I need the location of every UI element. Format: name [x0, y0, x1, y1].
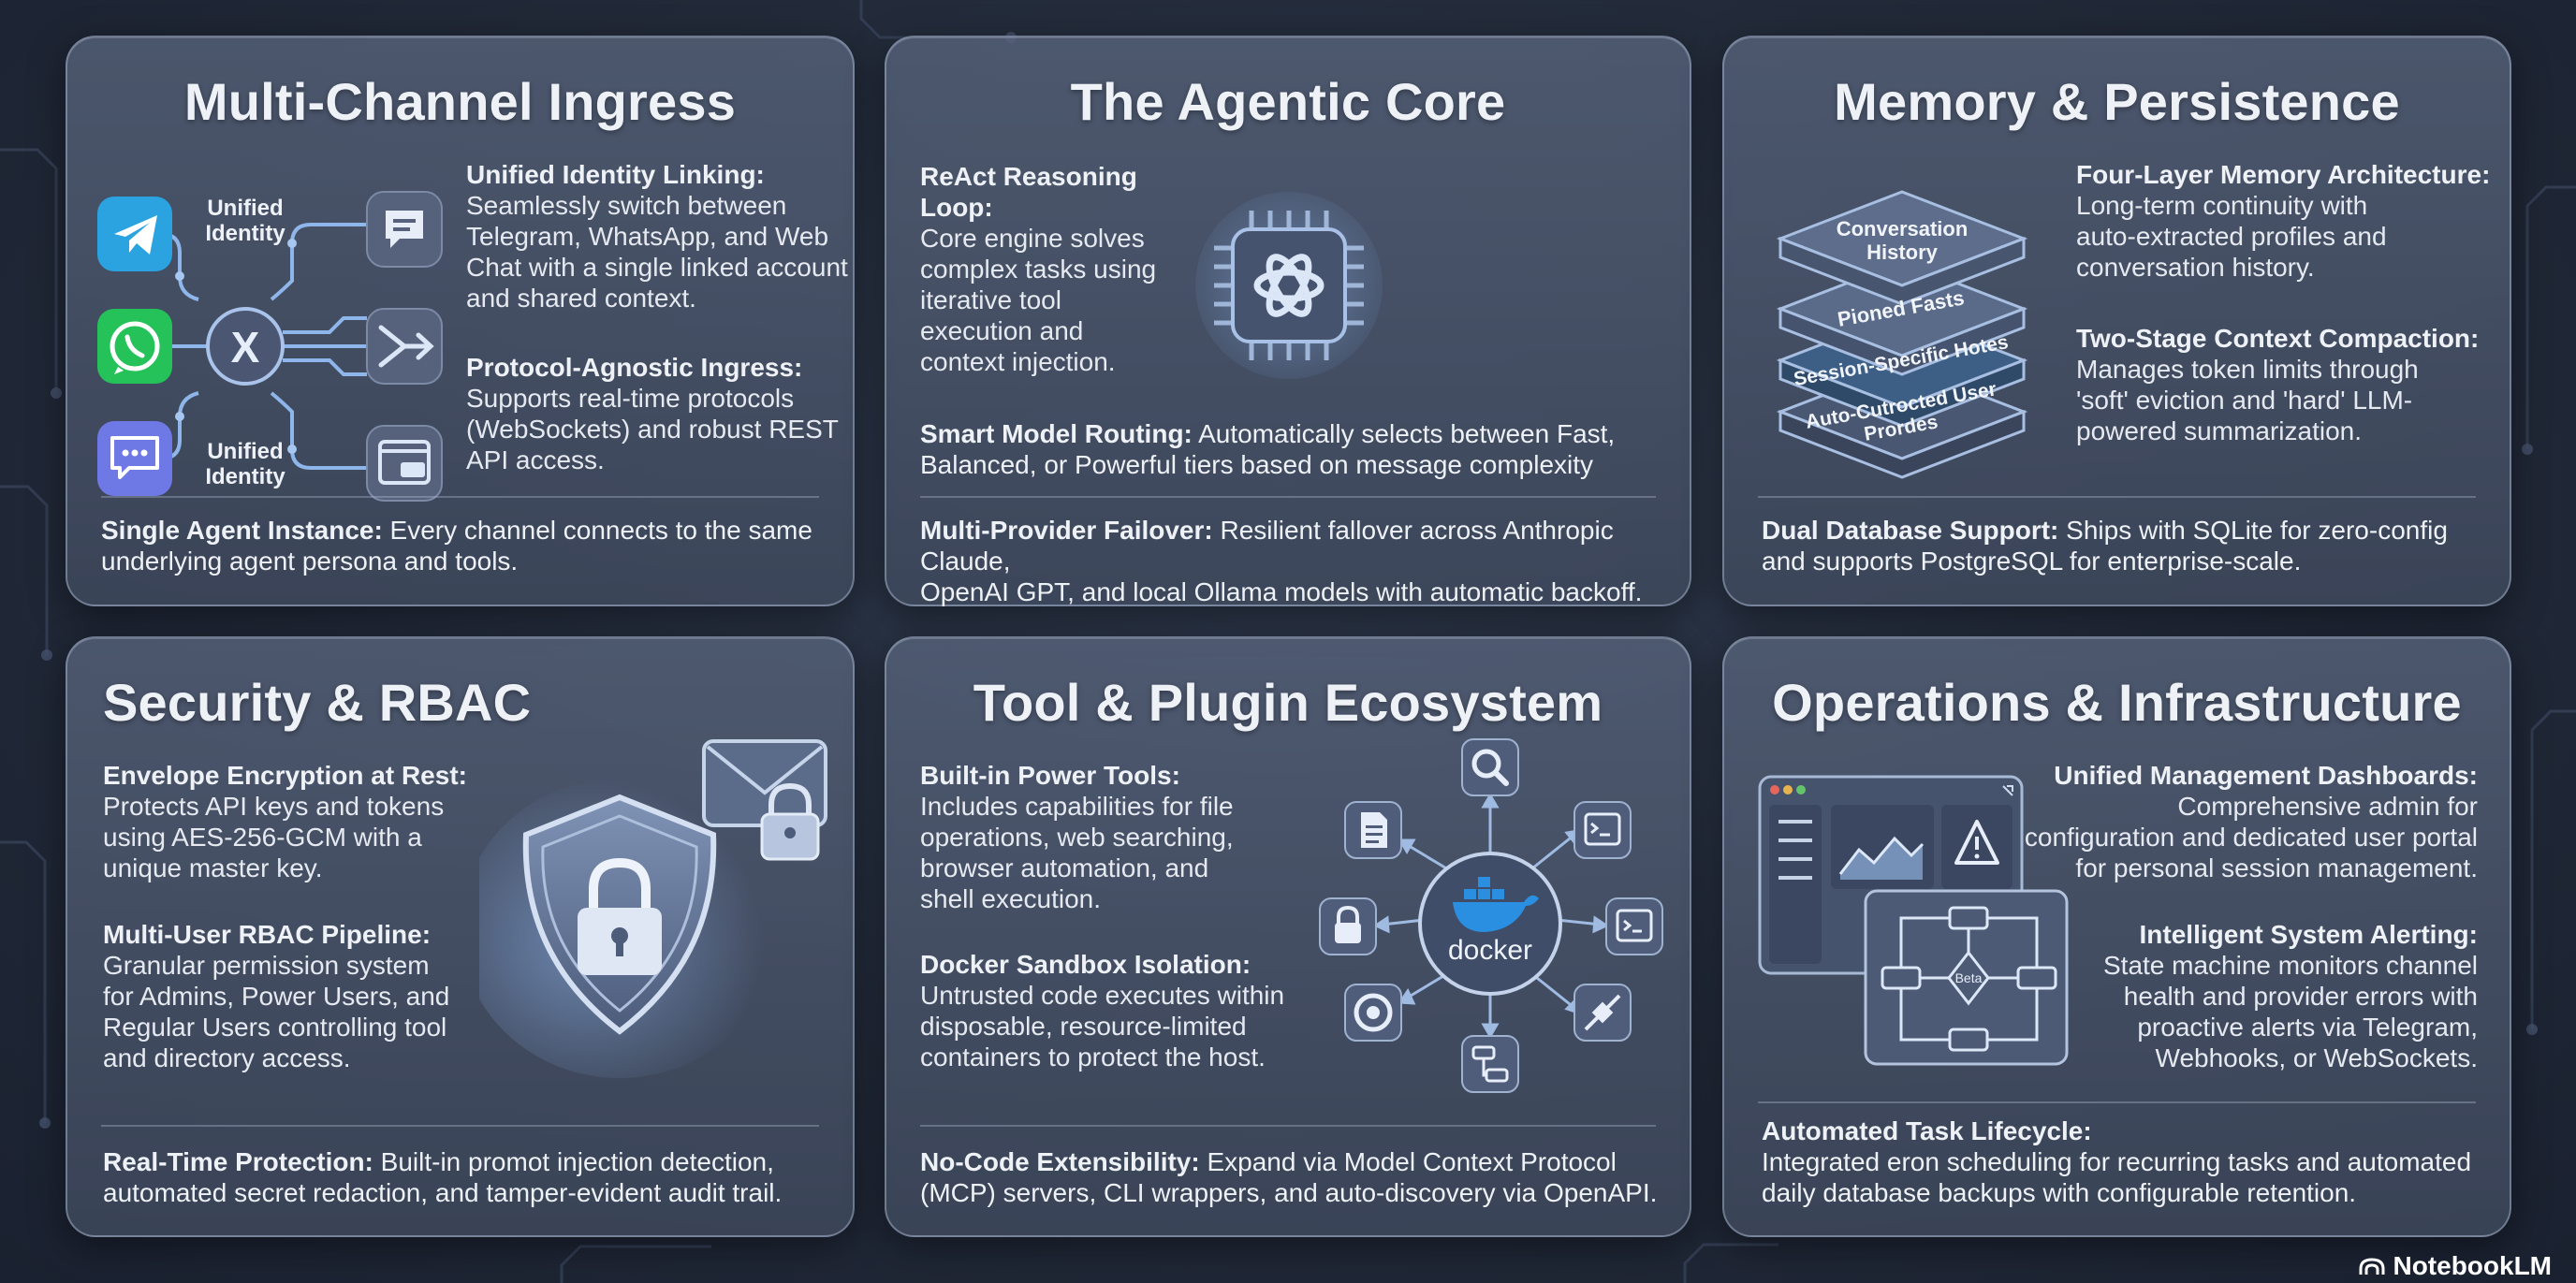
chat-bubble-icon — [366, 191, 443, 268]
notebooklm-logo-icon — [2359, 1258, 2385, 1275]
feature-react-loop: ReAct Reasoning Loop: Core engine solves… — [920, 162, 1157, 376]
svg-text:Beta: Beta — [1955, 970, 1983, 985]
svg-text:Unified: Unified — [207, 439, 283, 464]
browser-window-icon — [366, 425, 443, 502]
satellite-icon — [1573, 984, 1632, 1042]
feature-unified-identity: Unified Identity Linking: Seamlessly swi… — [466, 160, 848, 313]
warning-icon — [1954, 820, 1999, 865]
panel-title: Operations & Infrastructure — [1772, 673, 2462, 732]
webchat-icon — [97, 421, 172, 496]
divider — [101, 496, 819, 498]
whatsapp-icon — [97, 309, 172, 384]
small-padlock-icon — [760, 782, 820, 861]
feature-envelope-encryption: Envelope Encryption at Rest: Protects AP… — [103, 761, 467, 882]
layer-label: History — [1866, 241, 1939, 264]
footer-dual-database: Dual Database Support: Ships with SQLite… — [1762, 516, 2448, 576]
panel-title: Memory & Persistence — [1834, 72, 2400, 131]
divider — [1758, 1101, 2476, 1103]
feature-protocol-agnostic: Protocol-Agnostic Ingress: Supports real… — [466, 353, 839, 474]
footer-automated-task-lifecycle: Automated Task Lifecycle: Integrated ero… — [1762, 1116, 2472, 1207]
footer-no-code-extensibility: No-Code Extensibility: Expand via Model … — [920, 1147, 1658, 1207]
brand-name: NotebookLM — [2393, 1251, 2552, 1280]
footer-multi-provider-failover: Multi-Provider Failover: Resilient fallo… — [920, 516, 1643, 606]
panel-title: Tool & Plugin Ecosystem — [973, 673, 1603, 732]
shield-lock-icon — [479, 739, 827, 1078]
telegram-icon — [97, 197, 172, 271]
tool-ecosystem-diagram: docker — [1319, 738, 1663, 1093]
envelope-icon — [702, 739, 827, 827]
dashboard-illustration: Beta — [1758, 775, 2069, 1066]
feature-system-alerting: Intelligent System Alerting: State machi… — [2103, 920, 2478, 1072]
svg-text:docker: docker — [1448, 935, 1532, 966]
chrome-icon — [1344, 984, 1402, 1042]
lock-icon — [1319, 897, 1377, 955]
footer-single-agent: Single Agent Instance: Every channel con… — [101, 516, 812, 576]
feature-context-compaction: Two-Stage Context Compaction: Manages to… — [2076, 324, 2480, 445]
svg-text:Unified: Unified — [207, 196, 283, 221]
panel-security-rbac: Security & RBAC Envelope Encryption at R… — [66, 636, 855, 1237]
memory-layer-stack: Conversation History Pioned Fasts Sessio… — [1776, 190, 2028, 479]
notebooklm-brand: NotebookLM — [2359, 1251, 2552, 1281]
feature-management-dashboards: Unified Management Dashboards: Comprehen… — [2024, 761, 2478, 882]
panel-title: Multi-Channel Ingress — [183, 72, 737, 131]
file-icon — [1344, 801, 1402, 859]
feature-four-layer-memory: Four-Layer Memory Architecture: Long-ter… — [2076, 160, 2491, 282]
panel-tool-plugin-ecosystem: Tool & Plugin Ecosystem Built-in Power T… — [885, 636, 1691, 1237]
svg-text:Identity: Identity — [205, 221, 285, 246]
docker-hub-icon: docker — [1418, 852, 1562, 996]
search-icon — [1461, 738, 1519, 796]
state-machine-window: Beta — [1864, 889, 2069, 1066]
ai-chip-icon — [1195, 192, 1383, 379]
channel-hub-diagram: X — [97, 191, 443, 502]
divider — [101, 1125, 819, 1127]
panel-multi-channel-ingress: Multi-Channel Ingress X — [66, 36, 855, 606]
panel-operations-infrastructure: Operations & Infrastructure — [1722, 636, 2511, 1237]
smart-model-routing: Smart Model Routing: Automatically selec… — [920, 419, 1616, 479]
footer-real-time-protection: Real-Time Protection: Built-in promot in… — [103, 1147, 783, 1207]
svg-text:X: X — [231, 323, 260, 372]
terminal-icon — [1573, 801, 1632, 859]
shell-window-icon — [1605, 897, 1663, 955]
layer-label: Conversation — [1837, 217, 1969, 241]
panel-memory-persistence: Memory & Persistence Conversation Histor… — [1722, 36, 2511, 606]
feature-docker-sandbox: Docker Sandbox Isolation: Untrusted code… — [920, 950, 1285, 1072]
database-flow-icon — [1461, 1035, 1519, 1093]
panel-title: The Agentic Core — [1070, 72, 1506, 131]
feature-multi-user-rbac: Multi-User RBAC Pipeline: Granular permi… — [103, 920, 450, 1072]
svg-text:Identity: Identity — [205, 464, 285, 489]
x-hub-icon: X — [206, 307, 285, 386]
divider — [920, 496, 1656, 498]
divider — [1758, 496, 2476, 498]
panel-title: Security & RBAC — [103, 673, 532, 732]
divider — [920, 1125, 1656, 1127]
panel-agentic-core: The Agentic Core ReAct Reasoning Loop: C… — [885, 36, 1691, 606]
feature-built-in-tools: Built-in Power Tools: Includes capabilit… — [920, 761, 1234, 913]
merge-arrows-icon — [366, 308, 443, 385]
dashboard-window — [1758, 775, 2024, 975]
